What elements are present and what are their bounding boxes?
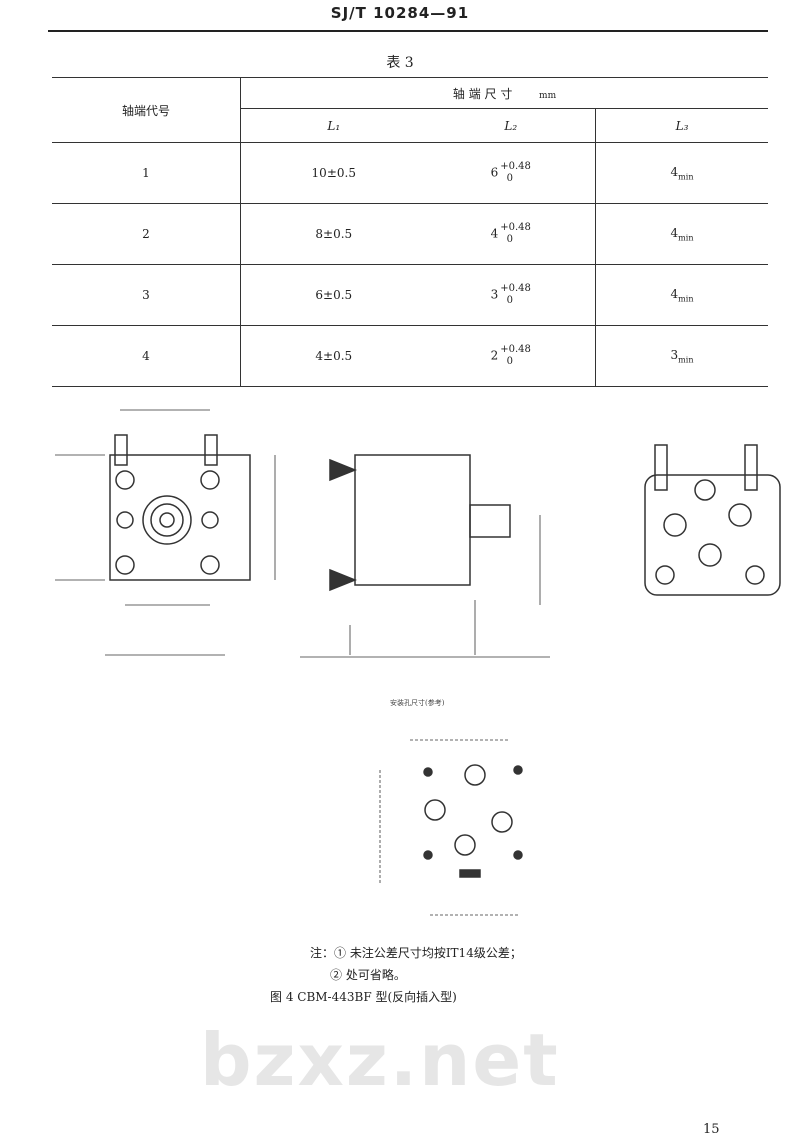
row-l2: 3+0.48 0 (426, 264, 596, 326)
row-l1: 10±0.5 (239, 142, 427, 204)
row-l3: 4min (595, 203, 768, 265)
row-l3: 4min (595, 264, 768, 326)
col-l3: L₃ (595, 108, 768, 143)
side-view-drawing (300, 454, 550, 658)
col-code-header: 轴端代号 (52, 77, 241, 143)
row-l1: 4±0.5 (239, 325, 427, 387)
front-view-drawing (55, 409, 276, 656)
mount-hole-title: 安装孔尺寸(参考) (390, 699, 445, 707)
table-caption: 表 3 (386, 55, 414, 71)
figure-caption: 图 4 CBM-443BF 型(反向插入型) (270, 990, 457, 1004)
mounting-hole-drawing (379, 739, 523, 916)
rear-view-drawing (644, 444, 781, 596)
row-code: 4 (52, 325, 241, 387)
row-l1: 8±0.5 (239, 203, 427, 265)
row-code: 1 (52, 142, 241, 204)
table-row: 2 8±0.5 4+0.48 0 4min (52, 203, 768, 265)
table-row: 3 6±0.5 3+0.48 0 4min (52, 264, 768, 326)
col-l2: L₂ (426, 108, 596, 143)
page-number: 15 (703, 1122, 720, 1137)
figure-notes: 注：① 未注公差尺寸均按IT14级公差； ② 处可省略。 图 4 CBM-443… (270, 942, 522, 1008)
note-2: ② 处可省略。 (330, 968, 406, 982)
table-row: 4 4±0.5 2+0.48 0 3min (52, 325, 768, 387)
row-l3: 3min (595, 325, 768, 387)
shaft-dimension-table: 轴端代号 轴 端 尺 寸 mm L₁ L₂ L₃ 1 10±0.5 6+0.48… (52, 77, 768, 387)
table-row: 1 10±0.5 6+0.48 0 4min (52, 142, 768, 204)
standard-code: SJ/T 10284—91 (330, 4, 470, 22)
row-code: 2 (52, 203, 241, 265)
group-header: 轴 端 尺 寸 mm (240, 77, 768, 109)
row-l2: 2+0.48 0 (426, 325, 596, 387)
note-1: 注：① 未注公差尺寸均按IT14级公差； (310, 946, 522, 960)
row-l3: 4min (595, 142, 768, 204)
row-l2: 6+0.48 0 (426, 142, 596, 204)
col-l1: L₁ (239, 108, 427, 143)
header-rule (48, 30, 768, 32)
unit: mm (539, 90, 557, 101)
row-l1: 6±0.5 (239, 264, 427, 326)
watermark: bzxz.net (200, 1018, 560, 1102)
row-l2: 4+0.48 0 (426, 203, 596, 265)
row-code: 3 (52, 264, 241, 326)
